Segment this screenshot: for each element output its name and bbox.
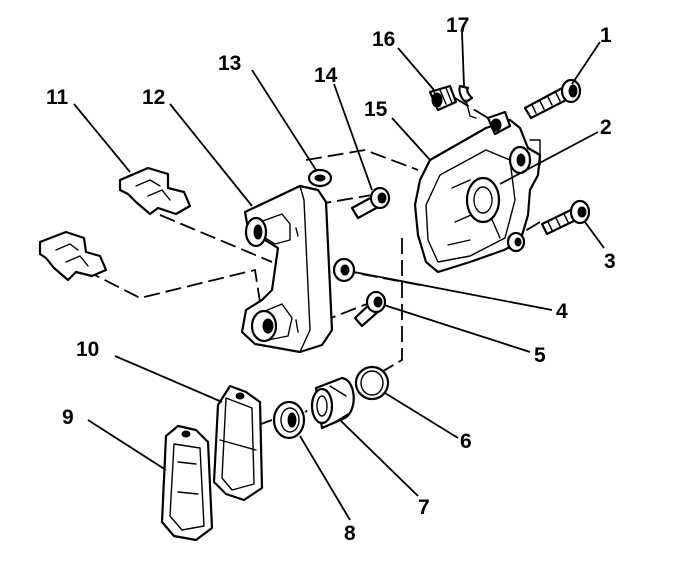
- assy-line-16: [454, 97, 489, 119]
- callout-12: 12: [142, 86, 165, 109]
- callout-2: 2: [600, 116, 612, 139]
- callout-6: 6: [460, 430, 472, 453]
- part-12-bracket: [240, 184, 334, 354]
- leader-14: [333, 83, 373, 191]
- part-1-bolt: [523, 78, 582, 120]
- part-3-bolt: [540, 199, 591, 236]
- assy-line-piston-bore: [367, 238, 403, 381]
- leader-10: [114, 355, 223, 403]
- leader-15: [391, 117, 431, 161]
- part-6-seal: [354, 365, 390, 401]
- part-9-outer-pad: [160, 424, 214, 542]
- callout-9: 9: [62, 406, 74, 429]
- callout-labels: 1 2 3 4 5 6 7 8 9 10 11 12 13 14 15 16 1…: [46, 14, 616, 545]
- leader-1: [571, 41, 601, 85]
- leader-9: [87, 419, 167, 471]
- callout-8: 8: [344, 522, 356, 545]
- callout-5: 5: [534, 344, 546, 367]
- callout-10: 10: [76, 338, 99, 361]
- part-15-caliper-housing: [413, 110, 542, 274]
- part-5-bolt: [353, 290, 387, 328]
- leader-17: [461, 31, 465, 87]
- part-10-inner-pad: [212, 384, 264, 502]
- callout-16: 16: [372, 28, 395, 51]
- assy-line-clip: [84, 268, 263, 316]
- part-7-piston: [310, 376, 355, 430]
- part-4-bushing: [332, 257, 356, 283]
- part-13-bushing: [307, 168, 333, 188]
- leader-6: [384, 392, 459, 439]
- part-14-bolt: [350, 186, 391, 220]
- assy-line-13: [305, 149, 419, 171]
- leader-4: [353, 271, 553, 311]
- callout-7: 7: [418, 496, 430, 519]
- leader-11: [73, 103, 131, 173]
- leader-2: [499, 131, 599, 185]
- leader-lines: [73, 31, 605, 521]
- leader-13: [251, 69, 317, 171]
- callout-3: 3: [604, 250, 616, 273]
- part-11-clip: [118, 166, 192, 216]
- callout-1: 1: [600, 24, 612, 47]
- leader-3: [584, 221, 605, 249]
- callout-4: 4: [556, 300, 568, 323]
- callout-11: 11: [46, 86, 69, 109]
- leader-8: [299, 435, 351, 521]
- part-8-boot: [272, 400, 306, 440]
- part-16-bleeder: [428, 84, 458, 112]
- leader-7: [339, 419, 419, 497]
- leader-16: [397, 47, 435, 91]
- callout-13: 13: [218, 52, 241, 75]
- part-clip-lower: [38, 230, 108, 282]
- leader-12: [169, 103, 253, 207]
- part-17-cap: [458, 84, 477, 119]
- callout-14: 14: [314, 64, 338, 87]
- assy-line-11: [159, 214, 273, 263]
- leader-5: [383, 304, 531, 353]
- callout-15: 15: [364, 98, 388, 121]
- callout-17: 17: [446, 14, 469, 37]
